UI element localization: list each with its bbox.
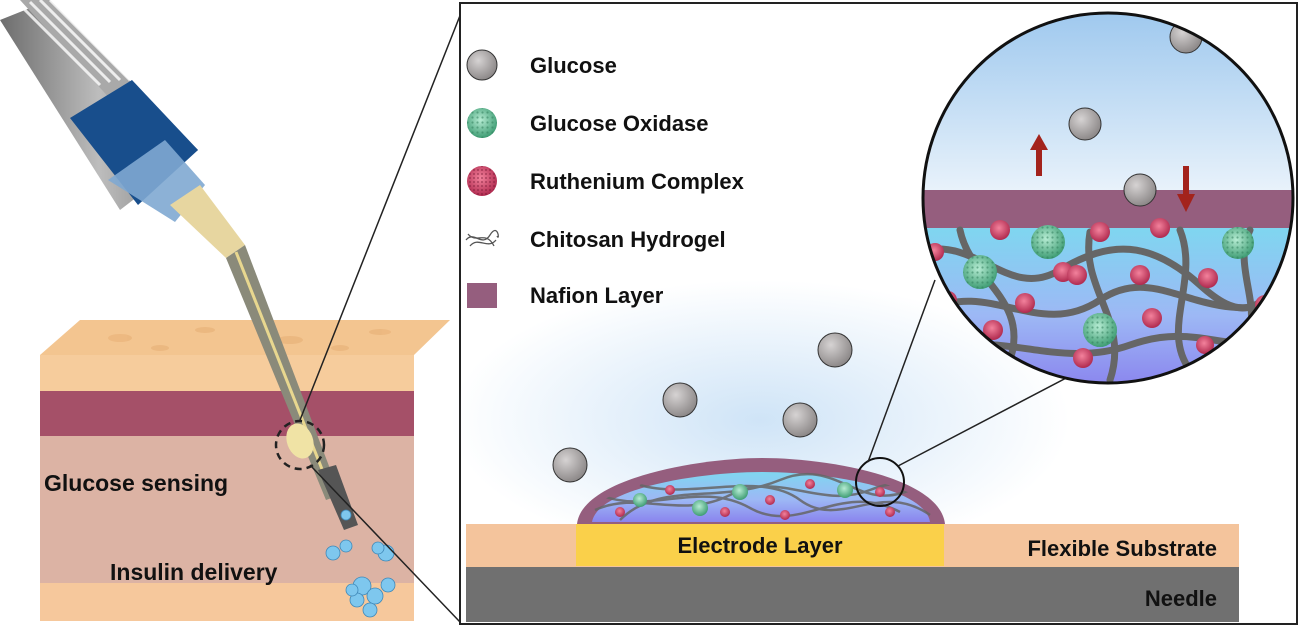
zoom-connector-right	[897, 375, 1071, 467]
ruthenium-complex-icon	[467, 166, 497, 196]
legend-item-nafion-layer: Nafion Layer	[467, 283, 664, 308]
arrow-up-icon	[1030, 134, 1048, 176]
zoom-line-top	[299, 2, 466, 421]
legend-item-ruthenium-complex: Ruthenium Complex	[467, 166, 745, 196]
legend-item-glucose: Glucose	[466, 49, 617, 81]
injector-pen	[0, 0, 358, 530]
skin-surface	[40, 320, 450, 355]
legend: Glucose Glucose Oxidase Ruthenium Comple…	[465, 49, 745, 308]
label-needle: Needle	[1145, 586, 1217, 611]
dome-particles	[615, 479, 895, 520]
glucose-oxidase-icon	[467, 108, 497, 138]
label-insulin-delivery: Insulin delivery	[110, 559, 278, 585]
label-glucose-sensing: Glucose sensing	[44, 470, 228, 496]
legend-label: Chitosan Hydrogel	[530, 227, 726, 252]
label-electrode-layer: Electrode Layer	[677, 533, 843, 558]
left-panel: Glucose sensing Insulin delivery	[0, 0, 466, 623]
electrode-layer	[576, 524, 944, 566]
skin-dermis	[40, 391, 414, 436]
needle-layer	[466, 566, 1239, 622]
nafion-layer-icon	[467, 283, 497, 308]
legend-label: Nafion Layer	[530, 283, 664, 308]
zoom-connector-left	[867, 279, 936, 463]
zoom-view	[921, 11, 1295, 385]
label-flexible-substrate: Flexible Substrate	[1027, 536, 1217, 561]
floating-glucose	[552, 332, 853, 483]
zoom-line-bottom	[309, 464, 461, 623]
legend-item-glucose-oxidase: Glucose Oxidase	[467, 108, 709, 138]
dome-zoom-circle	[855, 457, 905, 507]
legend-label: Glucose Oxidase	[530, 111, 709, 136]
chitosan-hydrogel-icon	[465, 229, 499, 247]
skin-epidermis	[40, 355, 414, 391]
legend-label: Glucose	[530, 53, 617, 78]
zoom-circle-border	[921, 11, 1295, 385]
glucose-icon	[466, 49, 498, 81]
right-panel: Glucose Glucose Oxidase Ruthenium Comple…	[450, 2, 1298, 625]
legend-label: Ruthenium Complex	[530, 169, 745, 194]
arrow-down-icon	[1177, 166, 1195, 212]
skin-pores	[108, 327, 391, 351]
legend-item-chitosan-hydrogel: Chitosan Hydrogel	[465, 227, 726, 252]
